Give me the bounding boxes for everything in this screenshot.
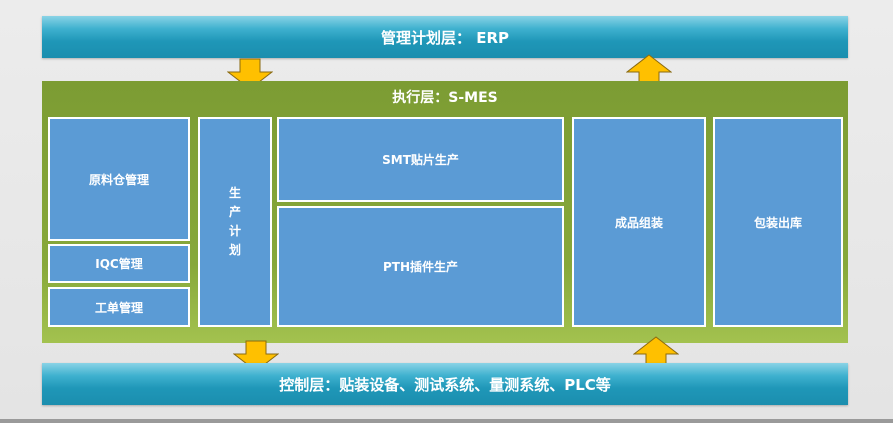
mes-layer-title: 执行层：S-MES — [392, 90, 498, 106]
work-order-box: 工单管理 — [48, 287, 190, 327]
production-plan-box: 生 产 计 划 — [198, 117, 272, 327]
smt-label: SMT贴片生产 — [382, 153, 459, 167]
erp-layer-band: 管理计划层： ERP — [42, 16, 848, 58]
raw-material-label: 原料仓管理 — [88, 172, 149, 187]
assembly-box: 成品组装 — [572, 117, 706, 327]
production-plan-char: 计 — [228, 224, 241, 238]
packaging-label: 包装出库 — [753, 215, 802, 230]
pth-box: PTH插件生产 — [277, 206, 564, 327]
down-arrow-icon — [227, 58, 273, 90]
control-layer-label: 控制层：贴装设备、测试系统、量测系统、PLC等 — [279, 375, 611, 394]
raw-material-box: 原料仓管理 — [48, 117, 190, 241]
bottom-divider — [0, 419, 893, 423]
iqc-box: IQC管理 — [48, 244, 190, 283]
smt-box: SMT贴片生产 — [277, 117, 564, 202]
assembly-label: 成品组装 — [614, 215, 663, 230]
production-plan-char: 划 — [228, 243, 241, 257]
production-plan-char: 生 — [228, 186, 241, 200]
packaging-box: 包装出库 — [713, 117, 843, 327]
control-layer-band: 控制层：贴装设备、测试系统、量测系统、PLC等 — [42, 363, 848, 405]
mes-layer-panel: 执行层：S-MES 原料仓管理 IQC管理 工单管理 生 产 计 划 SMT贴片… — [42, 81, 848, 343]
work-order-label: 工单管理 — [94, 300, 143, 315]
production-plan-char: 产 — [228, 205, 241, 219]
iqc-label: IQC管理 — [95, 257, 143, 271]
down-arrow-icon — [233, 340, 279, 372]
erp-layer-label: 管理计划层： ERP — [380, 28, 509, 47]
pth-label: PTH插件生产 — [382, 260, 459, 274]
